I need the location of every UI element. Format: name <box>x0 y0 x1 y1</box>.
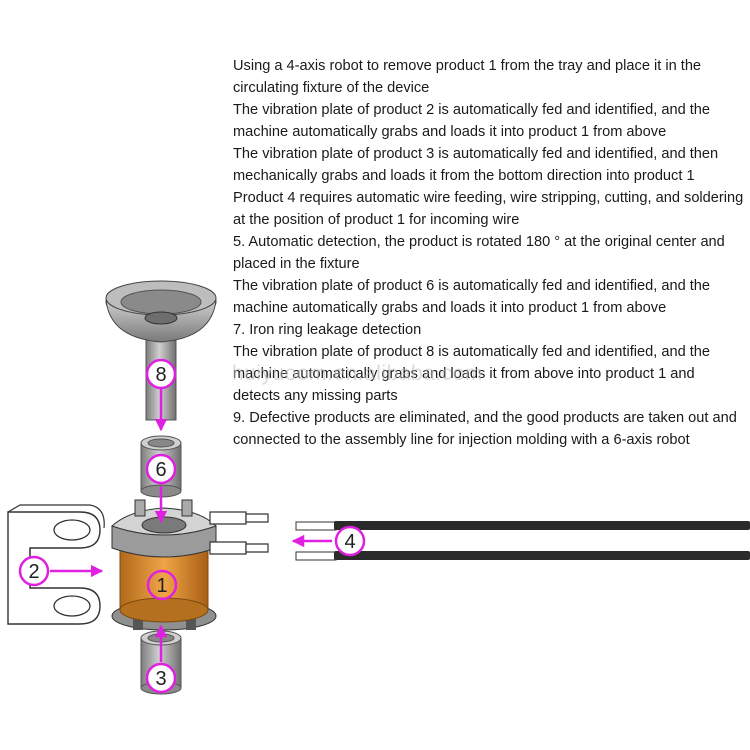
step-line-4: Product 4 requires automatic wire feedin… <box>233 190 744 228</box>
callout-3: 3 <box>145 662 177 694</box>
callout-2: 2 <box>18 555 50 587</box>
step-line-2: The vibration plate of product 2 is auto… <box>233 102 711 140</box>
process-description: Using a 4-axis robot to remove product 1… <box>233 55 745 451</box>
svg-text:4: 4 <box>344 531 355 553</box>
svg-text:2: 2 <box>28 561 39 583</box>
part-2-bracket <box>7 504 105 625</box>
step-line-9: 9. Defective products are eliminated, an… <box>233 410 737 448</box>
callout-4: 4 <box>334 525 366 557</box>
assembly-arrows <box>50 385 332 662</box>
svg-text:3: 3 <box>155 668 166 690</box>
step-line-8: The vibration plate of product 8 is auto… <box>233 344 711 404</box>
svg-text:1: 1 <box>156 575 167 597</box>
step-line-7: 7. Iron ring leakage detection <box>233 322 422 338</box>
callout-1: 1 <box>146 569 178 601</box>
svg-text:8: 8 <box>155 364 166 386</box>
watermark: huiyuoom.en.alibaba.com <box>232 362 483 385</box>
part-1-bobbin-coil <box>111 499 269 631</box>
step-line-6: The vibration plate of product 6 is auto… <box>233 278 711 316</box>
step-line-3: The vibration plate of product 3 is auto… <box>233 146 719 184</box>
step-line-1: Using a 4-axis robot to remove product 1… <box>233 58 702 96</box>
svg-text:6: 6 <box>155 459 166 481</box>
callout-8: 8 <box>145 358 177 390</box>
step-line-5: 5. Automatic detection, the product is r… <box>233 234 725 272</box>
part-4-wires <box>295 521 750 561</box>
callout-6: 6 <box>145 453 177 485</box>
